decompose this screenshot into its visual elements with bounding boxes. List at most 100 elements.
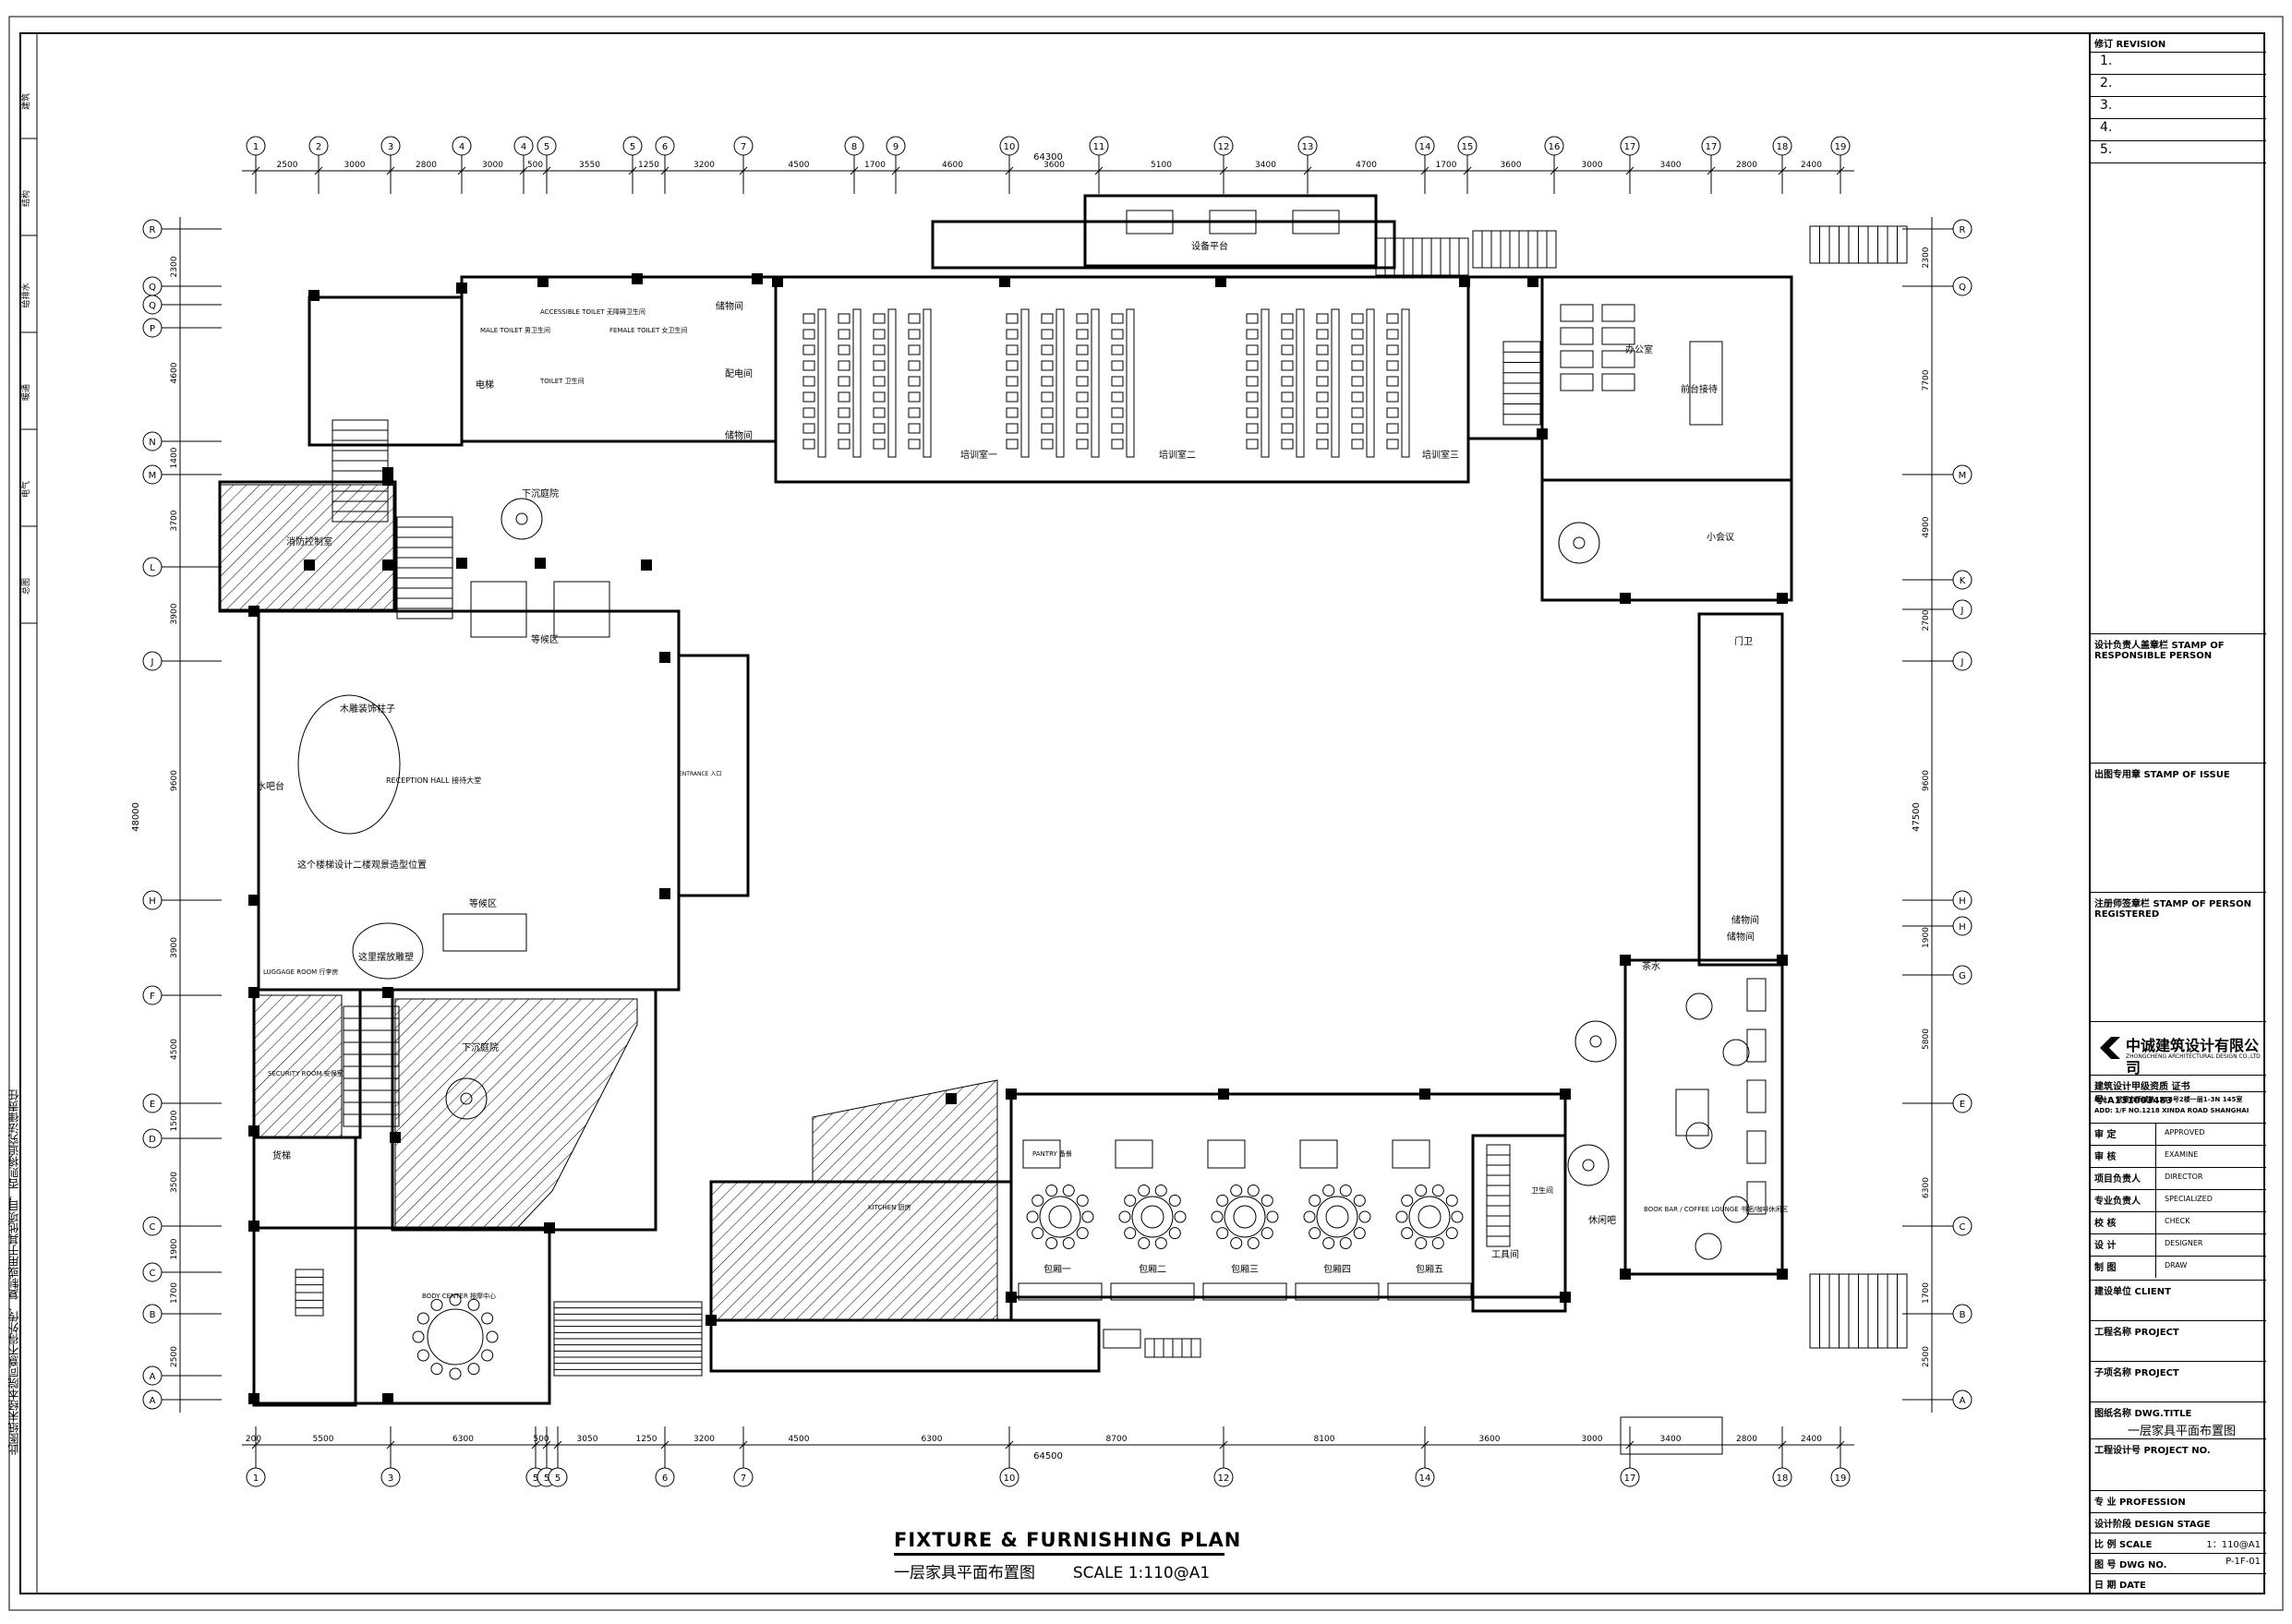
grid-label-right: B (1960, 1310, 1966, 1320)
label-training-1: 培训室一 (960, 449, 997, 461)
grid-label-top: 11 (1093, 142, 1105, 152)
dim-top: 3600 (1501, 161, 1522, 170)
dim-bottom: 3400 (1660, 1435, 1682, 1444)
structural-column (1560, 1292, 1571, 1303)
dim-left: 9600 (170, 770, 179, 791)
grid-label-top: 9 (893, 142, 899, 152)
dim-left: 2500 (170, 1346, 179, 1367)
address-cn: 地址： 常德市环城路1218号2楼一层1-3N 145室 (2094, 1096, 2243, 1103)
dim-right: 7700 (1922, 369, 1931, 391)
structural-column (456, 558, 467, 569)
structural-column (382, 987, 393, 998)
grid-label-bottom: 5 (544, 1474, 549, 1484)
dim-left: 1900 (170, 1238, 179, 1259)
dim-top: 500 (527, 161, 543, 170)
label-lounge-note: 休闲吧 (1588, 1214, 1616, 1226)
dim-right: 2700 (1922, 609, 1931, 631)
date-label: 日 期 DATE (2094, 1581, 2146, 1591)
grid-label-top: 12 (1218, 142, 1230, 152)
label-private-room-3: 包厢三 (1231, 1263, 1259, 1275)
grid-label-right: R (1960, 225, 1966, 235)
role-cn: 审 定 (2094, 1130, 2117, 1140)
grid-label-left: J (151, 657, 154, 668)
dim-bottom: 3600 (1479, 1435, 1501, 1444)
dim-bottom: 6300 (922, 1435, 943, 1444)
dim-top: 2800 (1736, 161, 1757, 170)
label-tree-pillar: 木雕装饰柱子 (340, 703, 395, 715)
label-sculpture-note: 这里摆放雕塑 (358, 951, 414, 963)
grid-label-top: 7 (741, 142, 746, 152)
grid-label-left: R (150, 225, 156, 235)
dim-bottom: 2800 (1736, 1435, 1757, 1444)
room-labels: 设备平台 储物间 储物间 储物间 配电间 MALE TOILET 男卫生间 FE… (257, 240, 1788, 1300)
structural-column (1777, 955, 1788, 966)
side-note: 此图纸未经本院同意不得外传、复制或用于其他项目，否则将追究法律责任 (7, 1089, 20, 1455)
label-toilet: TOILET 卫生间 (539, 377, 585, 385)
project-no-label: 工程设计号 PROJECT NO. (2094, 1446, 2211, 1456)
dim-left-total: 48000 (131, 802, 141, 832)
dim-left: 2300 (170, 256, 179, 277)
grid-label-top: 16 (1549, 142, 1561, 152)
dim-bottom: 3200 (694, 1435, 715, 1444)
grid-label-right: M (1959, 471, 1967, 481)
dim-bottom: 6300 (452, 1435, 474, 1444)
label-male-toilet: MALE TOILET 男卫生间 (480, 326, 550, 334)
role-en: DRAW (2165, 1261, 2188, 1269)
dim-left: 3900 (170, 937, 179, 958)
label-reception-hall: RECEPTION HALL 接待大堂 (386, 776, 481, 785)
dim-top: 3000 (344, 161, 366, 170)
grid-label-left: C (150, 1269, 156, 1279)
strip-label: 建筑 (20, 93, 31, 110)
revision-1: 1. (2100, 54, 2113, 68)
sub-project-label: 子项名称 PROJECT (2094, 1368, 2179, 1378)
role-en: DIRECTOR (2165, 1173, 2203, 1181)
label-stair-note: 这个楼梯设计二楼观景造型位置 (297, 859, 427, 871)
structural-column (1620, 1269, 1631, 1280)
grid-label-left: L (150, 563, 155, 573)
strip-label: 结构 (20, 190, 31, 207)
plan-title-chinese: 一层家具平面布置图 (894, 1564, 1035, 1582)
structural-column (706, 1315, 717, 1326)
dim-bottom: 8100 (1314, 1435, 1335, 1444)
label-courtyard-2: 下沉庭院 (462, 1041, 499, 1053)
label-courtyard: 下沉庭院 (522, 487, 559, 499)
dim-left: 1500 (170, 1110, 179, 1131)
dim-top: 3400 (1255, 161, 1276, 170)
structural-column (1459, 276, 1470, 287)
title-block: 修订 REVISION 1. 2. 3. 4. 5. 设计负责人盖章栏 STAM… (2089, 33, 2266, 1594)
role-en: SPECIALIZED (2165, 1195, 2213, 1203)
grid-label-right: A (1960, 1396, 1966, 1406)
grid-label-top: 17 (1624, 142, 1636, 152)
dim-bottom: 1250 (636, 1435, 657, 1444)
dim-right: 2300 (1922, 247, 1931, 268)
dim-right: 9600 (1922, 770, 1931, 791)
role-cn: 制 图 (2094, 1263, 2117, 1273)
structural-column (248, 606, 259, 617)
grid-label-left: M (149, 471, 157, 481)
strip-label: 总图 (20, 578, 31, 595)
strip-label: 暖通 (20, 384, 31, 401)
revision-2: 2. (2100, 76, 2113, 90)
structural-column (632, 273, 643, 284)
label-staff: 工具间 (1491, 1248, 1519, 1260)
dim-top: 4500 (789, 161, 810, 170)
dim-top: 1250 (638, 161, 659, 170)
dim-top: 4600 (942, 161, 963, 170)
grid-label-right: E (1960, 1100, 1965, 1110)
grid-label-top: 14 (1419, 142, 1431, 152)
grid-label-top: 8 (851, 142, 857, 152)
grid-label-left: F (150, 992, 155, 1002)
label-gate: 门卫 (1734, 635, 1753, 647)
dim-right: 1700 (1922, 1282, 1931, 1304)
dim-bottom: 5500 (313, 1435, 334, 1444)
role-en: EXAMINE (2165, 1150, 2199, 1159)
grid-label-bottom: 17 (1624, 1474, 1636, 1484)
grid-label-top: 6 (662, 142, 668, 152)
label-training-3: 培训室三 (1422, 449, 1459, 461)
label-storage-3: 储物间 (1731, 914, 1759, 926)
label-security: SECURITY ROOM 安保室 (268, 1069, 344, 1077)
grid-label-top: 18 (1777, 142, 1789, 152)
